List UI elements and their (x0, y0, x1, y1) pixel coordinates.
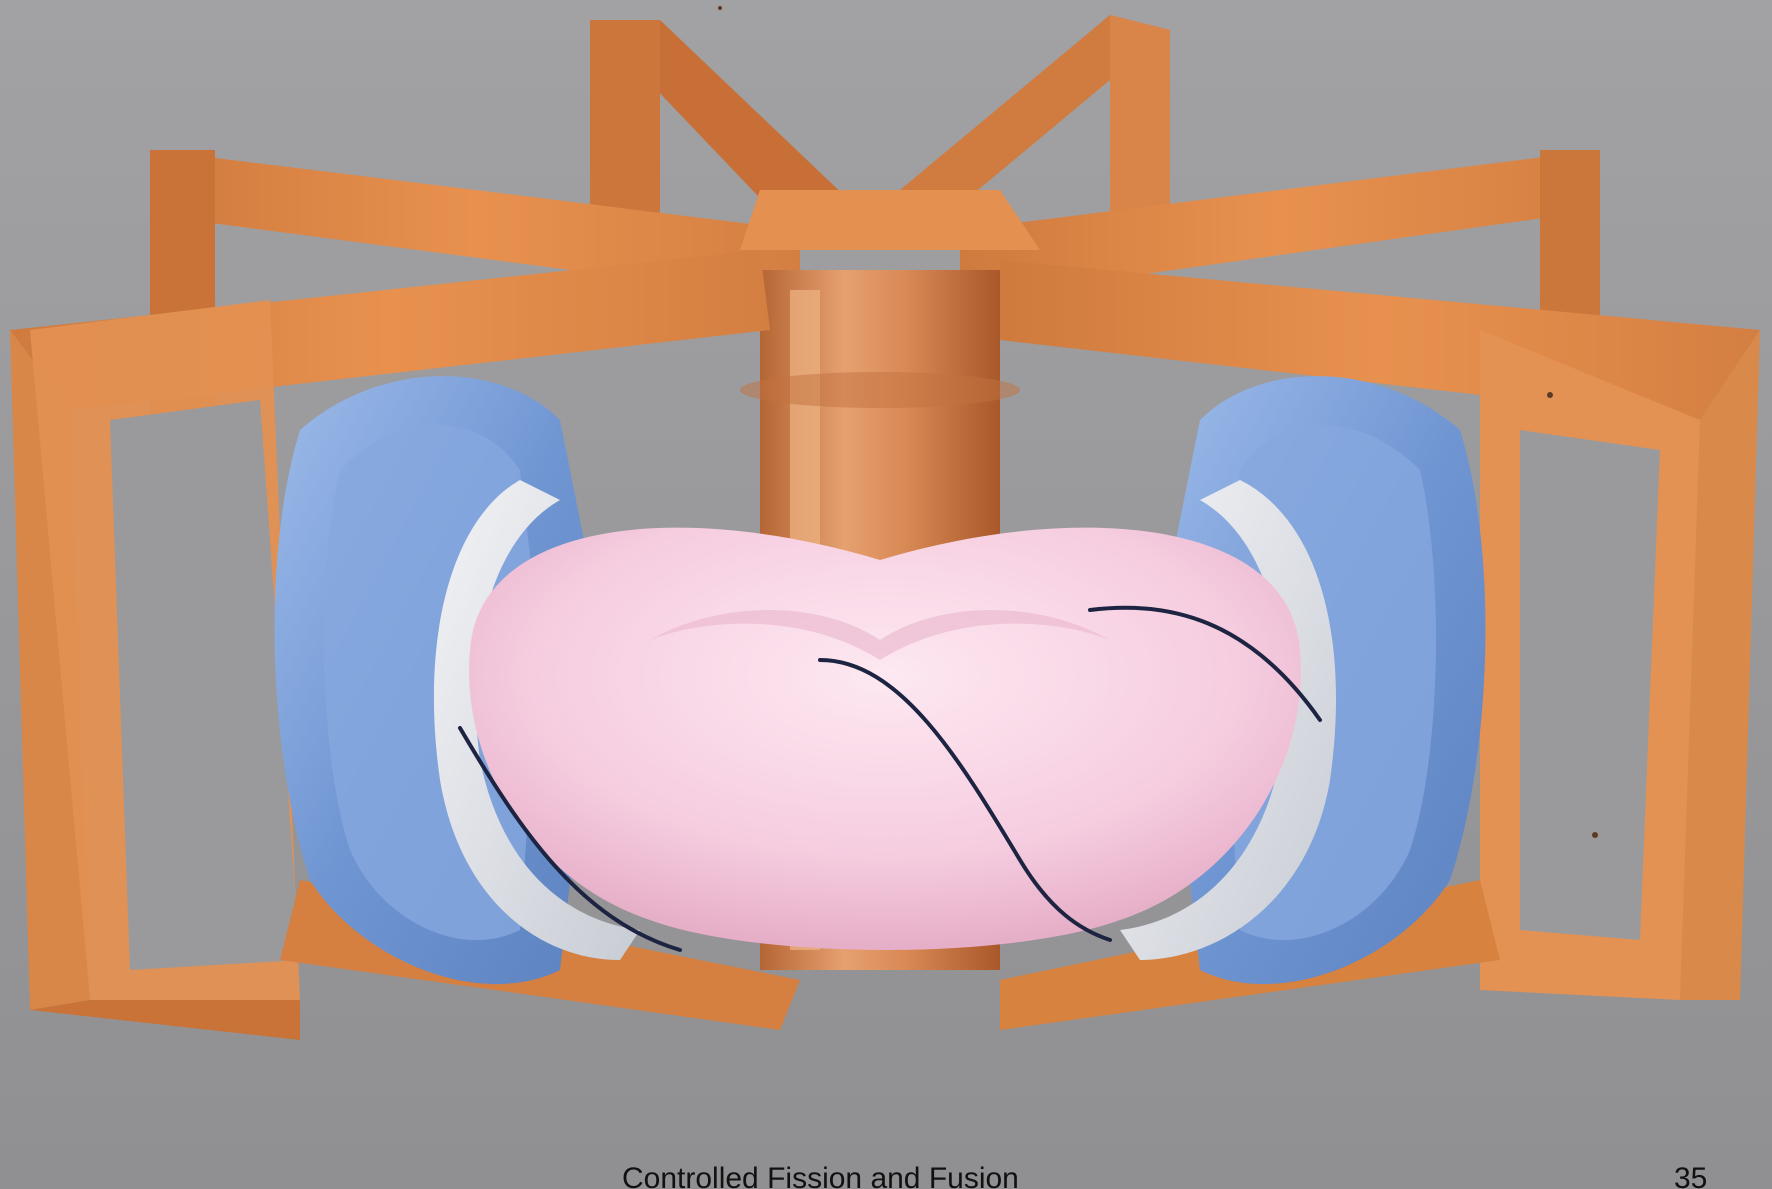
slide-footer-title: Controlled Fission and Fusion (622, 1162, 1019, 1189)
slide-page-number: 35 (1674, 1162, 1707, 1189)
